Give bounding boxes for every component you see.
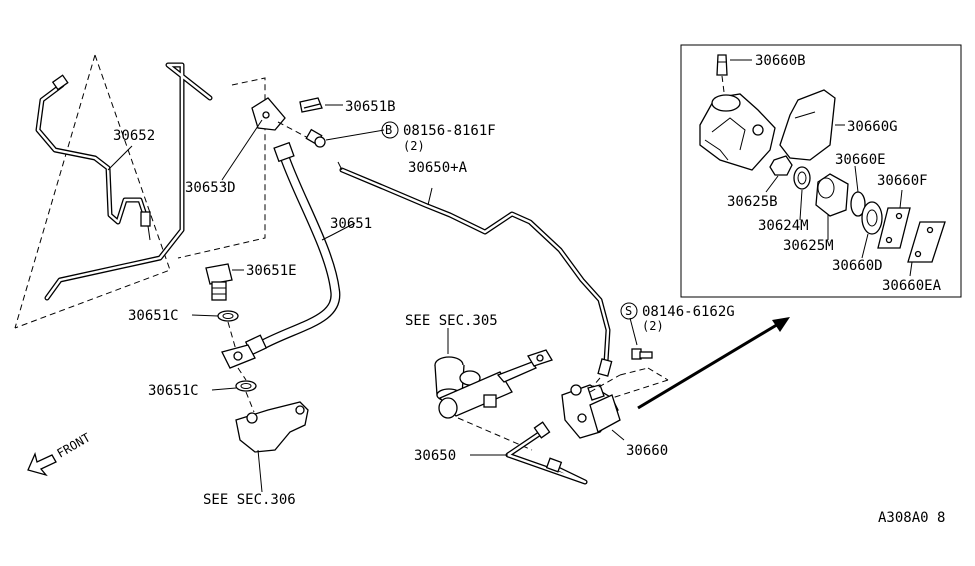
label-08146-6162G-qty: (2) — [642, 319, 664, 333]
washers-30651C — [191, 310, 257, 413]
bushing-30625M — [815, 173, 849, 240]
clutch-master-cylinder — [434, 328, 553, 451]
label-30660F: 30660F — [877, 173, 928, 189]
clip-30651B — [299, 97, 343, 113]
damper-detail-box — [680, 44, 962, 298]
pedal-area-outline — [14, 54, 266, 329]
clutch-pipe-30650A — [337, 161, 613, 393]
bolt-b-marker: B — [385, 123, 392, 137]
pedal-bracket — [44, 62, 213, 301]
label-30651E: 30651E — [246, 263, 297, 279]
bolt-08156-8161F — [277, 121, 399, 148]
label-see-sec-305: SEE SEC.305 — [405, 313, 498, 329]
label-see-sec-306: SEE SEC.306 — [203, 492, 296, 508]
label-30650: 30650 — [414, 448, 456, 464]
clutch-damper-30660 — [561, 367, 669, 441]
label-30650A: 30650+A — [408, 160, 468, 176]
label-30625M: 30625M — [783, 238, 834, 254]
part-labels: 30652 30653D 30651B B 08156-8161F (2) 30… — [55, 53, 946, 526]
plate-30660F — [877, 189, 911, 249]
clutch-hose-30651 — [244, 141, 356, 356]
bleeder-30660B — [716, 54, 752, 93]
bushing-30660D — [861, 201, 883, 259]
washer-30624M — [793, 166, 811, 221]
label-30651C-lower: 30651C — [148, 383, 199, 399]
bracket-30653D — [221, 97, 286, 181]
label-30652: 30652 — [113, 128, 155, 144]
label-30624M: 30624M — [758, 218, 809, 234]
label-30660E: 30660E — [835, 152, 886, 168]
diagram-code: A308A0 8 — [878, 510, 945, 526]
bolt-08146-6162G — [620, 302, 653, 360]
front-arrow-icon — [27, 451, 57, 477]
bolt-s-marker: S — [625, 304, 632, 318]
hose-union — [221, 344, 256, 369]
label-30660G: 30660G — [847, 119, 898, 135]
clutch-pipe-30650 — [470, 421, 588, 485]
operating-cylinder — [235, 401, 309, 493]
label-front: FRONT — [55, 430, 93, 460]
plate-30660EA — [907, 221, 946, 277]
label-08156-8161F-qty: (2) — [403, 139, 425, 153]
label-30653D: 30653D — [185, 180, 236, 196]
washer-30660E — [850, 165, 866, 217]
nut-30625B — [765, 155, 793, 193]
label-30625B: 30625B — [727, 194, 778, 210]
label-08146-6162G: 08146-6162G — [642, 304, 735, 320]
label-30660EA: 30660EA — [882, 278, 942, 294]
bracket-30660G — [779, 89, 845, 161]
damper-body — [699, 93, 776, 171]
label-30660D: 30660D — [832, 258, 883, 274]
detail-arrow-icon — [637, 317, 790, 410]
label-30651B: 30651B — [345, 99, 396, 115]
union-bolt-30651E — [205, 263, 244, 301]
label-30660: 30660 — [626, 443, 668, 459]
clutch-pipe-30652 — [35, 74, 151, 241]
label-30651C-upper: 30651C — [128, 308, 179, 324]
label-08156-8161F: 08156-8161F — [403, 123, 496, 139]
label-30660B: 30660B — [755, 53, 806, 69]
label-30651: 30651 — [330, 216, 372, 232]
